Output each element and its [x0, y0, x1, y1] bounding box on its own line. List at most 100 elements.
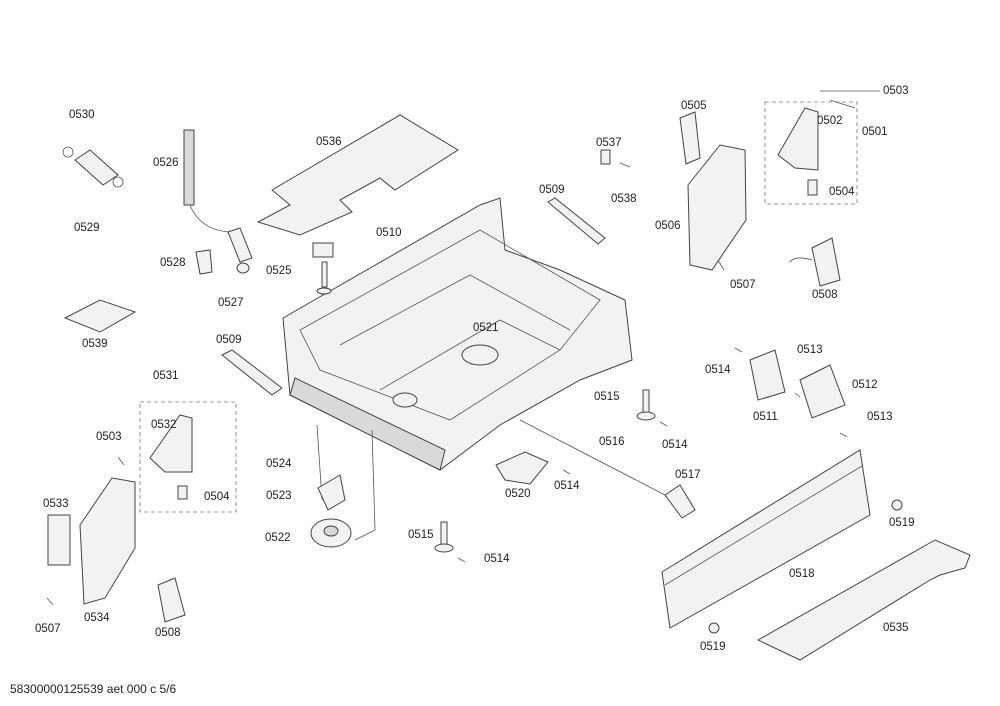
label-0530: 0530 — [69, 109, 95, 121]
label-0514-a: 0514 — [705, 364, 731, 376]
housing-0511 — [749, 349, 786, 401]
spring-rail-0509-left — [221, 349, 283, 396]
tub-front-skirt — [289, 377, 446, 471]
label-0513-a: 0513 — [797, 344, 823, 356]
bracket-0502 — [777, 107, 819, 171]
part-0517 — [664, 484, 696, 519]
label-0515-a: 0515 — [594, 391, 620, 403]
screw-0515-a — [642, 389, 650, 415]
label-0523: 0523 — [266, 490, 292, 502]
label-0519-b: 0519 — [700, 641, 726, 653]
label-0537: 0537 — [596, 137, 622, 149]
screw-0515-b — [440, 521, 448, 547]
label-0521: 0521 — [473, 322, 499, 334]
label-0533: 0533 — [43, 498, 69, 510]
group-box-0501 — [764, 101, 858, 205]
pad-0539 — [63, 299, 137, 333]
label-0512: 0512 — [852, 379, 878, 391]
label-0513-b: 0513 — [867, 411, 893, 423]
label-0501: 0501 — [862, 126, 888, 138]
label-0519-a: 0519 — [889, 517, 915, 529]
label-0536: 0536 — [316, 136, 342, 148]
label-0516: 0516 — [599, 436, 625, 448]
label-0515-b: 0515 — [408, 529, 434, 541]
cover-plate-0536 — [256, 114, 459, 236]
label-0504-right: 0504 — [829, 186, 855, 198]
front-panel-0518 — [661, 449, 871, 629]
clip-0504-right — [807, 179, 818, 196]
label-0535: 0535 — [883, 622, 909, 634]
screw-0519-b — [708, 622, 720, 634]
label-0514-d: 0514 — [484, 553, 510, 565]
valve-0520 — [495, 451, 549, 485]
label-0507-right: 0507 — [730, 279, 756, 291]
label-0514-b: 0514 — [662, 439, 688, 451]
label-0503-right: 0503 — [883, 85, 909, 97]
spring-rail-0509-right — [547, 197, 606, 245]
label-0539: 0539 — [82, 338, 108, 350]
screw-0513-b — [839, 432, 848, 438]
label-0531: 0531 — [153, 370, 179, 382]
screw-0519-a — [891, 499, 903, 511]
bracket-0505 — [679, 111, 701, 165]
label-0504-left: 0504 — [204, 491, 230, 503]
label-0532: 0532 — [151, 419, 177, 431]
bracket-0506 — [687, 144, 747, 271]
hose-bend-0527 — [227, 227, 253, 263]
base-tub-0510 — [282, 197, 633, 471]
bracket-0534 — [79, 477, 136, 605]
screw-0503-left — [117, 456, 125, 466]
label-0502: 0502 — [817, 115, 843, 127]
label-0514-c: 0514 — [554, 480, 580, 492]
screw-0507-right — [717, 259, 725, 271]
label-0522: 0522 — [265, 532, 291, 544]
switch-0508-right — [811, 237, 841, 287]
sump-0521 — [461, 344, 499, 366]
label-0507-left: 0507 — [35, 623, 61, 635]
clamp-0530-b — [112, 176, 124, 188]
label-0527: 0527 — [218, 297, 244, 309]
screw-0507-left — [46, 597, 54, 606]
label-0534: 0534 — [84, 612, 110, 624]
rod-0516 — [519, 419, 666, 496]
label-0518: 0518 — [789, 568, 815, 580]
label-0511: 0511 — [753, 411, 778, 423]
part-0523 — [317, 474, 346, 511]
screw-0514-d — [457, 557, 466, 563]
label-0517: 0517 — [675, 469, 701, 481]
label-0505: 0505 — [681, 100, 707, 112]
label-0538: 0538 — [611, 193, 637, 205]
label-0524: 0524 — [266, 458, 292, 470]
label-0528: 0528 — [160, 257, 186, 269]
label-0520: 0520 — [505, 488, 531, 500]
switch-0508-left — [157, 577, 186, 623]
screw-0514-b — [659, 421, 668, 427]
screw-0514-a — [734, 347, 743, 353]
label-0508-right: 0508 — [812, 289, 838, 301]
connector-0528 — [195, 249, 213, 275]
cover-0533 — [47, 514, 71, 566]
bracket-0537 — [600, 149, 611, 165]
label-0529: 0529 — [74, 222, 100, 234]
clamp-0530-a — [62, 146, 74, 158]
screw-0514-c — [562, 469, 571, 475]
cover-0512 — [799, 364, 846, 419]
label-0503-left: 0503 — [96, 431, 122, 443]
clip-0504-left — [177, 485, 188, 500]
strip-0535 — [756, 539, 971, 661]
label-0506: 0506 — [655, 220, 681, 232]
label-0508-left: 0508 — [155, 627, 181, 639]
drawing-reference: 58300000125539 aet 000 c 5/6 — [10, 682, 177, 696]
bracket-0532 — [149, 414, 193, 473]
label-0510: 0510 — [376, 227, 402, 239]
pipe-0529 — [74, 149, 119, 186]
label-0509-right: 0509 — [539, 184, 565, 196]
screw-0513-a — [794, 392, 801, 398]
label-0525: 0525 — [266, 265, 292, 277]
group-box-0531 — [139, 401, 237, 513]
label-0526: 0526 — [153, 157, 179, 169]
clip-0525 — [312, 242, 334, 258]
label-0509-left: 0509 — [216, 334, 242, 346]
